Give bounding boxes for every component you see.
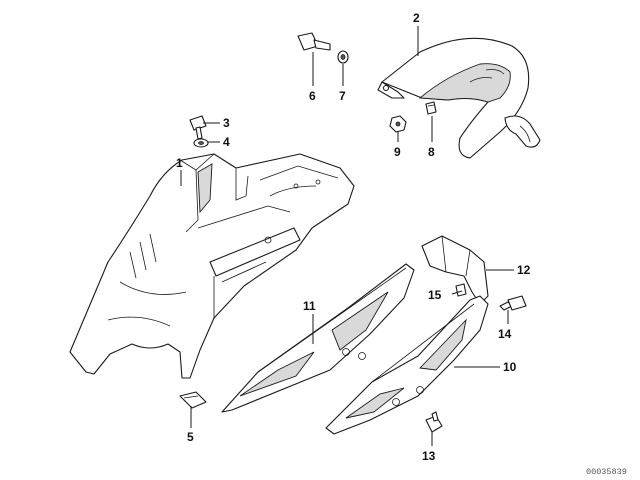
left-side-cover-part[interactable]	[221, 263, 415, 413]
rear-frame-part[interactable]	[69, 153, 355, 379]
callout-10[interactable]: 10	[503, 360, 517, 374]
callout-6[interactable]: 6	[309, 89, 316, 103]
screw-part-13[interactable]	[425, 411, 443, 433]
right-side-cover-part[interactable]	[325, 295, 489, 435]
callout-3[interactable]: 3	[223, 116, 230, 130]
callout-4[interactable]: 4	[223, 135, 230, 149]
callout-1[interactable]: 1	[176, 156, 183, 170]
reference-code: 00035839	[586, 467, 627, 477]
callout-labels: 1 2 3 4 5 6 7 8 9 10 11 12 13 14 15	[176, 11, 531, 463]
grommet-part-8[interactable]	[425, 101, 437, 115]
rear-fender-part[interactable]	[377, 37, 541, 159]
callout-9[interactable]: 9	[394, 145, 401, 159]
bolt-part-6[interactable]	[297, 32, 331, 51]
callout-15[interactable]: 15	[428, 288, 442, 302]
leader-15	[451, 290, 463, 295]
clip-nut-part-5[interactable]	[179, 391, 207, 409]
leader-lines	[180, 26, 514, 446]
callout-5[interactable]: 5	[187, 430, 194, 444]
callout-14[interactable]: 14	[498, 327, 512, 341]
washer-part-7[interactable]	[337, 50, 349, 64]
screw-part-14[interactable]	[499, 295, 527, 311]
nut-part-9[interactable]	[389, 115, 407, 133]
callout-7[interactable]: 7	[339, 89, 346, 103]
callout-12[interactable]: 12	[517, 263, 531, 277]
callout-11[interactable]: 11	[303, 299, 316, 313]
screw-part-3[interactable]	[189, 115, 207, 140]
washer-part-4[interactable]	[193, 138, 209, 148]
callout-2[interactable]: 2	[413, 11, 420, 25]
callout-13[interactable]: 13	[422, 449, 436, 463]
callout-8[interactable]: 8	[428, 145, 435, 159]
grommet-part-15[interactable]	[455, 283, 467, 297]
